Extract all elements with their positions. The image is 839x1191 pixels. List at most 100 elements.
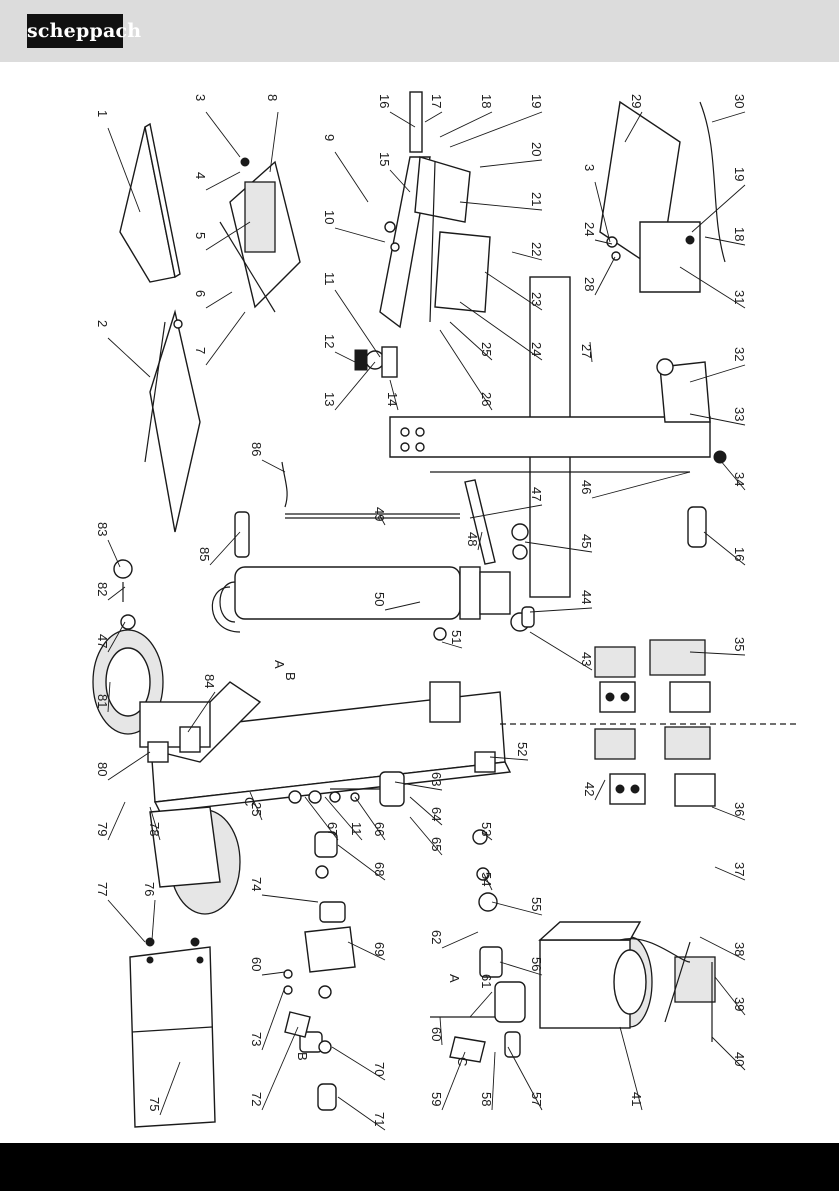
ref-letter-b-valve: B [295,1052,310,1061]
leader-line [206,112,240,157]
leader-line [335,290,380,357]
part-number-80: 80 [95,762,110,776]
part-number-31: 31 [732,290,747,304]
part-number-82: 82 [95,582,110,596]
part-number-26: 26 [479,392,494,406]
part-number-5: 5 [193,232,208,239]
part-number-52: 52 [515,742,530,756]
part-number-54: 54 [479,872,494,886]
leader-line [442,932,478,948]
part-number-67: 67 [325,822,340,836]
part-number-77: 77 [95,882,110,896]
leader-line [262,895,318,902]
part-number-51: 51 [449,630,464,644]
part-number-45: 45 [579,534,594,548]
part-number-60: 60 [249,957,264,971]
part-number-32: 32 [732,347,747,361]
part-number-30: 30 [732,94,747,108]
leader-line [206,172,240,190]
part-number-25: 25 [479,342,494,356]
part-number-9: 9 [322,134,337,141]
ref-letter-b-cylinder: B [283,672,298,681]
part-number-58: 58 [479,1092,494,1106]
leader-line [262,1027,298,1110]
part-number-23: 23 [529,292,544,306]
part-number-24: 24 [582,222,597,236]
leader-line [712,112,745,122]
ref-letter-a-valve: A [447,974,462,983]
leader-line [592,472,690,498]
part-number-18: 18 [479,94,494,108]
leader-line [108,338,150,377]
part-number-19: 19 [732,167,747,181]
leader-line [108,900,145,942]
part-number-79: 79 [95,822,110,836]
part-number-41: 41 [629,1092,644,1106]
part-number-50: 50 [372,592,387,606]
leader-line [440,112,492,137]
leader-line [206,312,245,365]
part-number-74: 74 [249,877,264,891]
part-number-24: 24 [529,342,544,356]
part-number-43: 43 [579,652,594,666]
part-number-21: 21 [529,192,544,206]
page-header: scheppach [0,0,839,62]
leader-line [450,112,542,147]
part-number-4: 4 [193,172,208,179]
part-number-3: 3 [193,94,208,101]
part-number-56: 56 [529,957,544,971]
part-number-38: 38 [732,942,747,956]
leader-line [262,987,285,1050]
part-number-25: 25 [249,802,264,816]
leader-line [480,160,542,167]
part-number-66: 66 [372,822,387,836]
part-number-12: 12 [322,334,337,348]
part-number-6: 6 [193,290,208,297]
leader-line [335,228,385,242]
part-number-19: 19 [529,94,544,108]
part-number-16: 16 [732,547,747,561]
leader-line [152,900,155,940]
part-number-3: 3 [582,164,597,171]
part-number-33: 33 [732,407,747,421]
part-number-15: 15 [377,152,392,166]
part-number-85: 85 [197,547,212,561]
part-number-44: 44 [579,590,594,604]
leader-line [425,112,442,122]
part-number-59: 59 [429,1092,444,1106]
part-number-65: 65 [429,837,444,851]
part-number-39: 39 [732,997,747,1011]
part-number-29: 29 [629,94,644,108]
part-number-17: 17 [429,94,444,108]
part-number-37: 37 [732,862,747,876]
part-number-11: 11 [322,272,337,286]
part-number-2: 2 [95,320,110,327]
part-number-69: 69 [372,942,387,956]
part-number-61: 61 [479,974,494,988]
part-number-53: 53 [479,822,494,836]
part-number-70: 70 [372,1062,387,1076]
leader-line [206,292,232,308]
part-number-7: 7 [193,347,208,354]
part-number-36: 36 [732,802,747,816]
part-number-76: 76 [142,882,157,896]
leader-line [470,992,492,1017]
part-number-22: 22 [529,242,544,256]
part-number-28: 28 [582,277,597,291]
part-number-86: 86 [249,442,264,456]
part-number-71: 71 [372,1112,387,1126]
part-number-48: 48 [465,532,480,546]
part-number-11: 11 [349,822,364,836]
part-number-63: 63 [429,772,444,786]
part-number-27: 27 [579,344,594,358]
ref-letter-a-cylinder: A [272,660,287,669]
part-number-1: 1 [95,110,110,117]
leader-line [108,752,150,780]
part-number-49: 49 [372,507,387,521]
part-number-75: 75 [147,1097,162,1111]
leader-line [262,972,285,975]
diagram-artwork [93,92,800,1127]
part-number-60: 60 [429,1027,444,1041]
part-number-42: 42 [582,782,597,796]
part-number-55: 55 [529,897,544,911]
